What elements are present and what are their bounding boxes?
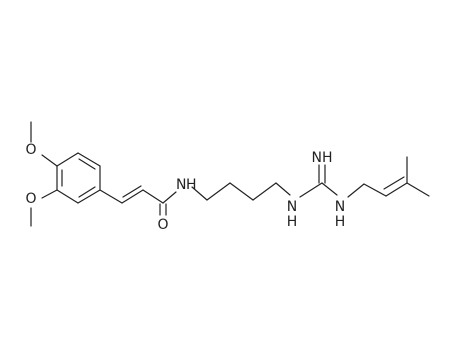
ring-bond [56,152,79,167]
ring-bond [77,152,101,167]
atom-o-bottom: O [25,191,36,207]
atom-o-carbonyl: O [157,217,168,233]
bond [252,182,277,201]
bond [206,182,231,201]
bond [275,182,291,196]
atom-nh-imine: NH [312,150,333,166]
atom-h-guanidine-left: H [287,214,298,230]
bond [347,183,365,198]
bond [99,189,123,204]
bond [191,186,208,201]
ring-double-bond [78,158,96,170]
methoxy-top: O [25,121,58,167]
bond [121,189,144,204]
ring-bond [77,189,101,204]
atom-h-amide: H [186,177,197,193]
butyl-chain [191,182,291,201]
bond [162,191,177,204]
atom-n-amide: N [176,177,186,193]
bond [299,182,323,198]
methyl-bond [406,182,430,197]
bond [41,189,58,199]
bond [321,182,338,196]
guanidine: N H NH N H [287,150,346,230]
methoxy-bottom: O [25,189,58,227]
bond [363,183,387,197]
vinyl-chain [99,185,164,204]
carbonyl: O [157,203,169,233]
double-bond-second-line [122,185,142,198]
ring-bond [56,189,79,204]
atom-n-guanidine-left: N [287,199,297,215]
double-bond-second-line [383,176,405,190]
atom-n-guanidine-right: N [335,199,345,215]
bond [385,182,408,197]
bond [41,154,58,167]
prenyl-group [347,156,430,198]
benzene-ring [56,152,101,204]
atom-o-top: O [25,142,36,158]
bond [142,189,164,204]
atom-h-guanidine-right: H [335,214,346,230]
amide-nh: N H [162,177,197,204]
ring-double-bond [78,186,96,198]
bond [229,182,254,201]
